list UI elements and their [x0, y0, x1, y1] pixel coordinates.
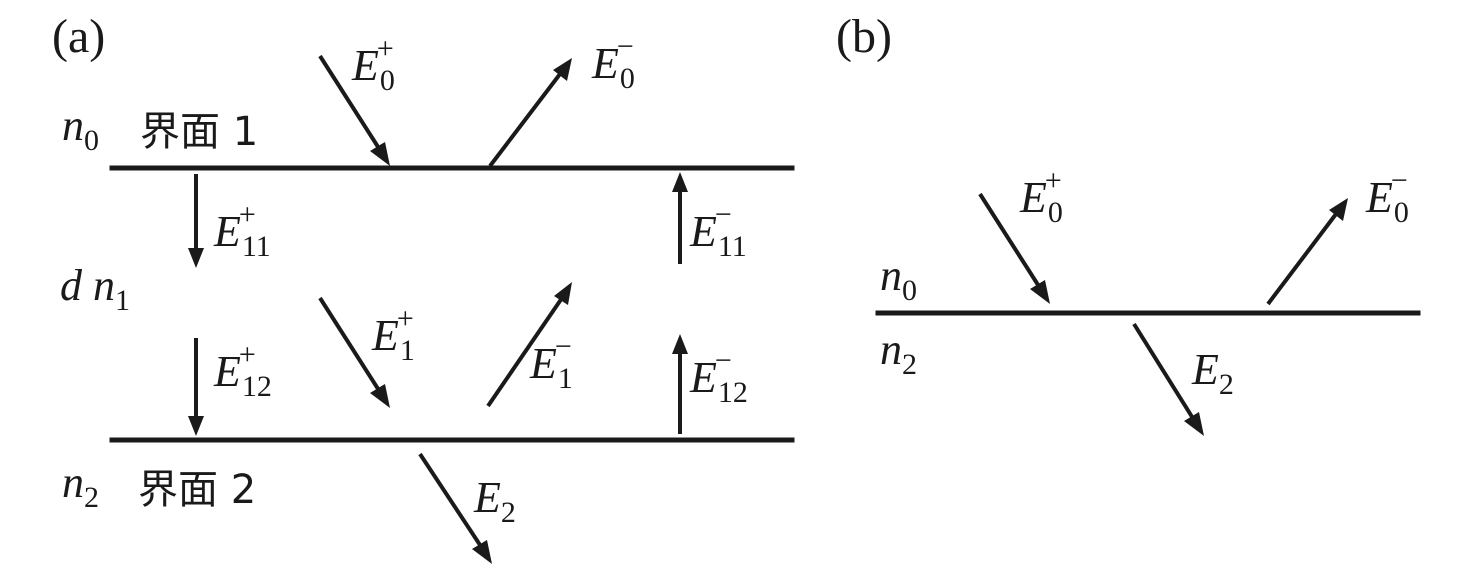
arrow-e11-plus-down	[188, 174, 204, 268]
interface-1-label: 界面 1	[140, 109, 258, 155]
label-b-e0-plus: E+0	[1019, 164, 1063, 229]
arrow-e1-plus-layer	[318, 296, 390, 408]
label-e11-plus: E+11	[213, 198, 271, 263]
medium-n2-label: n2	[62, 458, 99, 514]
label-e2: E2	[473, 473, 516, 529]
arrow-e1-minus-layer	[486, 282, 572, 408]
label-e1-plus: E+1	[371, 302, 415, 367]
label-e11-minus: E−11	[689, 198, 747, 263]
label-e1-minus: E−1	[529, 330, 573, 395]
arrow-e0-minus-reflected	[488, 58, 572, 168]
medium-b-n0-label: n0	[880, 251, 917, 307]
label-e12-plus: E+12	[213, 338, 272, 403]
arrow-b-e0-minus-reflected	[1266, 198, 1348, 306]
label-b-e2: E2	[1191, 345, 1234, 401]
layer-thickness-n1-label: d n1	[60, 261, 130, 317]
arrow-e12-plus-down	[188, 338, 204, 436]
arrow-e12-minus-up	[672, 334, 688, 434]
arrow-b-e2-transmitted	[1132, 322, 1204, 436]
panel-a: (a) n0 界面 1 d n1 n2 界面 2 E+0 E−0 E+11	[52, 10, 795, 564]
medium-b-n2-label: n2	[880, 325, 917, 381]
arrow-e2-transmitted	[418, 452, 492, 564]
arrow-e11-minus-up	[672, 172, 688, 264]
label-e0-minus: E−0	[591, 30, 635, 95]
arrow-b-e0-plus-incident	[978, 192, 1050, 304]
panel-b: (b) n0 n2 E+0 E−0 E2	[836, 10, 1421, 436]
label-e0-plus: E+0	[351, 32, 395, 97]
interface-2-label: 界面 2	[138, 467, 256, 513]
arrow-e0-plus-incident	[318, 54, 390, 166]
panel-b-label: (b)	[836, 10, 892, 63]
panel-a-label: (a)	[52, 10, 105, 63]
label-e12-minus: E−12	[689, 344, 748, 409]
medium-n0-label: n0	[62, 101, 99, 157]
label-b-e0-minus: E−0	[1365, 164, 1409, 229]
